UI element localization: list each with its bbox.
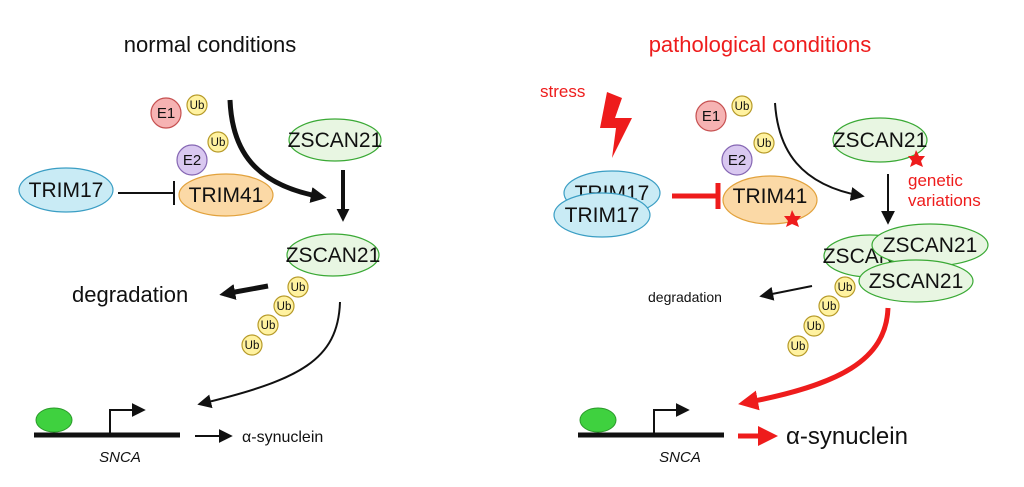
degradation-arrow: [219, 283, 269, 300]
e2-enzyme: E2: [721, 144, 753, 176]
ub-label: Ub: [838, 282, 853, 294]
genetic-variations-line1: genetic: [908, 171, 963, 190]
normal-title: normal conditions: [124, 32, 296, 57]
transcription-factor: [579, 407, 617, 433]
promoter-arrow: [653, 403, 690, 433]
activation-arrow-red: [738, 307, 891, 411]
trim41: TRIM41: [722, 175, 818, 227]
lightning-icon: [600, 92, 632, 158]
activation-arrow: [197, 301, 341, 409]
ub-label: Ub: [291, 282, 306, 294]
product-label: α-synuclein: [786, 423, 908, 450]
ubiquitin-chain: Ub Ub Ub Ub: [241, 276, 309, 356]
snca-gene: SNCA: [578, 403, 724, 466]
stress-label: stress: [540, 82, 585, 101]
ub-e2: Ub: [207, 131, 229, 153]
degradation-arrow: [759, 285, 813, 301]
trim17-label: TRIM17: [565, 204, 640, 227]
genetic-variations-label: genetic variations: [908, 171, 981, 210]
ubiquitin-chain: Ub Ub Ub Ub: [787, 276, 856, 357]
ub-label: Ub: [757, 138, 772, 150]
ub-e1: Ub: [731, 95, 753, 117]
zscan21-label: ZSCAN21: [833, 129, 928, 152]
gene-label: SNCA: [99, 449, 141, 466]
zscan21-top: ZSCAN21: [288, 118, 383, 162]
mutation-star-icon: [908, 150, 925, 167]
zscan21-top: ZSCAN21: [832, 117, 928, 167]
inhibition-arrow: [118, 181, 175, 205]
zscan21-ubiquitinated: ZSCAN21: [286, 233, 381, 277]
e1-enzyme: E1: [150, 97, 182, 129]
ubiquitination-arrow: [774, 102, 865, 201]
ubiquitination-arrow: [227, 99, 327, 203]
ub-label: Ub: [190, 100, 205, 112]
ub-label: Ub: [807, 321, 822, 333]
inhibition-arrow-red: [672, 183, 721, 209]
ub-label: Ub: [211, 137, 226, 149]
trim41-label: TRIM41: [189, 184, 264, 207]
pathological-panel: pathological conditions stress TRIM17 TR…: [540, 32, 989, 466]
zscan21-label: ZSCAN21: [869, 270, 964, 293]
ub-label: Ub: [277, 301, 292, 313]
mutation-star-icon: [784, 210, 801, 227]
zscan21-label: ZSCAN21: [288, 129, 383, 152]
e2-label: E2: [728, 152, 746, 169]
ub-label: Ub: [735, 101, 750, 113]
e1-label: E1: [157, 105, 175, 122]
e2-enzyme: E2: [176, 144, 208, 176]
snca-gene: SNCA: [34, 403, 180, 466]
gene-label: SNCA: [659, 449, 701, 466]
zscan21-mid: ZSCAN21: [871, 223, 989, 267]
trim17-front: TRIM17: [553, 192, 651, 238]
zscan21-label: ZSCAN21: [286, 244, 381, 267]
e1-label: E1: [702, 108, 720, 125]
ub-label: Ub: [245, 340, 260, 352]
trim17-label: TRIM17: [29, 179, 104, 202]
trim17: TRIM17: [18, 167, 114, 213]
ub-label: Ub: [261, 320, 276, 332]
e1-enzyme: E1: [695, 100, 727, 132]
ub-label: Ub: [822, 301, 837, 313]
product-label: α-synuclein: [242, 429, 323, 446]
transcription-factor: [35, 407, 73, 433]
trim41: TRIM41: [178, 173, 274, 217]
ub-e1: Ub: [186, 94, 208, 116]
genetic-variations-line2: variations: [908, 191, 981, 210]
degradation-label: degradation: [648, 289, 722, 305]
trim41-label: TRIM41: [733, 185, 808, 208]
promoter-arrow: [109, 403, 146, 433]
degradation-label: degradation: [72, 282, 188, 307]
zscan21-label: ZSCAN21: [883, 234, 978, 257]
pathological-title: pathological conditions: [649, 32, 872, 57]
zscan21-front: ZSCAN21: [858, 259, 974, 303]
ub-label: Ub: [791, 341, 806, 353]
normal-panel: normal conditions E1 Ub Ub E2 TRIM41 TRI…: [18, 32, 383, 466]
e2-label: E2: [183, 152, 201, 169]
ub-e2: Ub: [753, 132, 775, 154]
